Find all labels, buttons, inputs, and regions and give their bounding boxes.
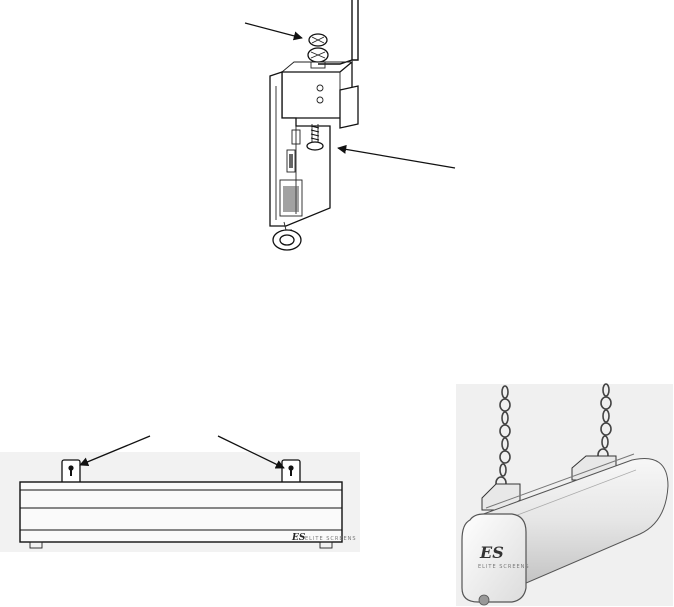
logo-wordmark-cap: ELITE SCREENS xyxy=(478,564,530,570)
screen-housing-front: ES ELITE SCREENS xyxy=(19,481,357,549)
spring-screw xyxy=(306,124,324,151)
bracket-detail xyxy=(269,0,359,251)
top-screw xyxy=(307,33,329,69)
chain-right xyxy=(597,383,612,462)
logo-wordmark-front: ELITE SCREENS xyxy=(305,536,357,542)
pointer-arrow-top-screw xyxy=(244,22,303,41)
pointer-arrow-spring-screw xyxy=(337,144,456,169)
hanging-screen-photo: ES ELITE SCREENS xyxy=(456,383,673,606)
front-view-panel: ES ELITE SCREENS xyxy=(0,452,360,552)
logo-mark-cap: ES xyxy=(479,543,504,562)
keyhole-bracket-left xyxy=(61,459,81,485)
end-cap: ES ELITE SCREENS xyxy=(461,513,530,606)
pointer-arrow-keyhole-left xyxy=(79,435,151,467)
pointer-arrow-keyhole-right xyxy=(217,435,285,469)
logo-mark-front: ES xyxy=(291,533,306,543)
keyhole-bracket-right xyxy=(281,459,301,485)
eyelet xyxy=(272,221,302,251)
